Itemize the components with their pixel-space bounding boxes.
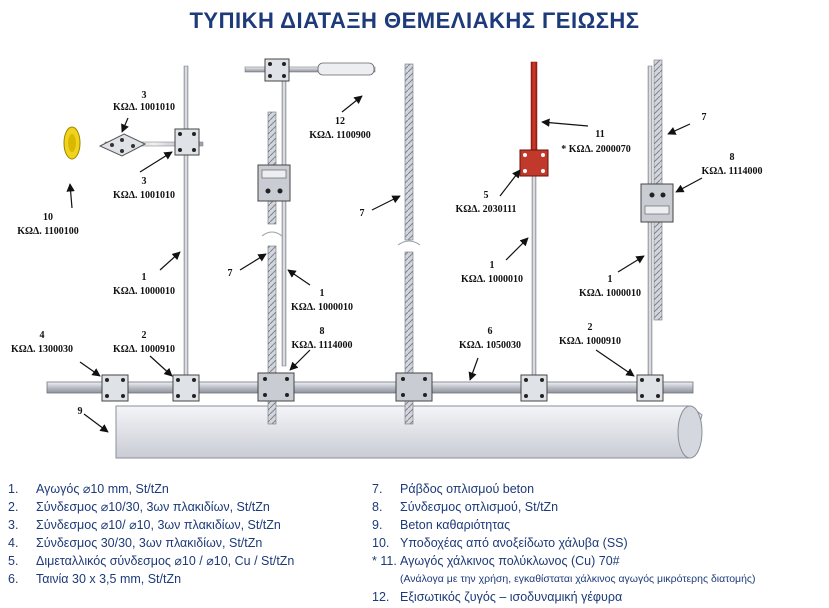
callout-1a-number: 1 <box>142 272 147 283</box>
vertical-conductor-1 <box>63 65 204 385</box>
callout-8a-code: ΚΩΔ. 1114000 <box>292 340 353 351</box>
concrete-base <box>115 405 703 459</box>
callout-2b-number: 2 <box>588 322 593 333</box>
callout-10-code: ΚΩΔ. 1100100 <box>17 226 79 237</box>
callout-1c-code: ΚΩΔ. 1000010 <box>461 274 523 285</box>
callout-3a-number: 3 <box>142 90 147 101</box>
legend-item: 4.Σύνδεσμος 30/30, 3ων πλακιδίων, St/tZn <box>8 536 263 550</box>
callout-5-code: ΚΩΔ. 2030111 <box>456 204 517 215</box>
callout-7a-number: 7 <box>228 268 233 279</box>
clamp-rebar-tape-a <box>257 372 295 402</box>
clamp-4-tape <box>101 374 129 402</box>
callout-10-number: 10 <box>43 212 53 223</box>
callout-8a-number: 8 <box>320 326 325 337</box>
callout-2b-code: ΚΩΔ. 1000910 <box>559 336 621 347</box>
clamp-rebar-tape-b <box>395 372 433 402</box>
legend-item: 2.Σύνδεσμος ⌀10/30, 3ων πλακιδίων, St/tZ… <box>8 500 270 514</box>
legend-right: 7.Ράβδος οπλισμού beton 8.Σύνδεσμος οπλι… <box>372 480 824 606</box>
callout-12-code: ΚΩΔ. 1100900 <box>309 130 371 141</box>
callout-3b-number: 3 <box>142 176 147 187</box>
rebar-connector-b <box>640 183 674 223</box>
legend-item: 9.Beton καθαριότητας <box>372 518 511 532</box>
clamp-2-tape-b <box>520 374 548 402</box>
callout-1a-code: ΚΩΔ. 1000010 <box>113 286 175 297</box>
legend-left: 1.Αγωγός ⌀10 mm, St/tZn 2.Σύνδεσμος ⌀10/… <box>8 480 380 588</box>
callout-2a-number: 2 <box>142 330 147 341</box>
callout-labels: 3 ΚΩΔ. 1001010 3 ΚΩΔ. 1001010 10 ΚΩΔ. 11… <box>11 90 763 417</box>
callout-4-code: ΚΩΔ. 1300030 <box>11 344 73 355</box>
legend-note: (Ανάλογα με την χρήση, εγκαθίσταται χάλκ… <box>400 573 756 585</box>
callout-1b-code: ΚΩΔ. 1000010 <box>291 302 353 313</box>
copper-conductor <box>530 61 538 385</box>
clamp-3-conductor <box>174 128 200 156</box>
callout-7b-number: 7 <box>360 208 365 219</box>
clamp-2-tape-c <box>636 374 664 402</box>
callout-5-number: 5 <box>484 190 489 201</box>
callout-1b-number: 1 <box>320 288 325 299</box>
callout-2a-code: ΚΩΔ. 1000910 <box>113 344 175 355</box>
legend-item: 6.Ταινία 30 x 3,5 mm, St/tZn <box>8 572 182 586</box>
callout-1d-code: ΚΩΔ. 1000010 <box>579 288 641 299</box>
callout-9-number: 9 <box>78 406 83 417</box>
bimetallic-connector <box>519 149 549 177</box>
grounding-diagram: 3 ΚΩΔ. 1001010 3 ΚΩΔ. 1001010 10 ΚΩΔ. 11… <box>11 58 763 459</box>
diagram-title: ΤΥΠΙΚΗ ΔΙΑΤΑΞΗ ΘΕΜΕΛΙΑΚΗΣ ΓΕΙΩΣΗΣ <box>189 8 640 33</box>
clamp-bar <box>264 58 290 82</box>
rebar-connector-a <box>257 164 291 202</box>
legend-item: 12.Εξισωτικός ζυγός – ισοδυναμική γέφυρα <box>372 590 623 604</box>
legend-item: 3.Σύνδεσμος ⌀10/ ⌀10, 3ων πλακιδίων, St/… <box>8 518 281 532</box>
callout-6-code: ΚΩΔ. 1050030 <box>459 340 521 351</box>
equalization-bar <box>244 62 376 367</box>
callout-12-number: 12 <box>335 116 345 127</box>
legend-item: 7.Ράβδος οπλισμού beton <box>372 482 535 496</box>
callout-3b-code: ΚΩΔ. 1001010 <box>113 190 175 201</box>
clamp-3-arm <box>98 133 147 157</box>
callout-8b-number: 8 <box>730 152 735 163</box>
clamp-2-tape-a <box>172 374 200 402</box>
legend-item: 1.Αγωγός ⌀10 mm, St/tZn <box>8 482 169 496</box>
callout-7c-number: 7 <box>702 112 707 123</box>
callout-11-number: 11 <box>595 129 604 140</box>
callout-4-number: 4 <box>40 330 45 341</box>
callout-3a-code: ΚΩΔ. 1001010 <box>113 102 175 113</box>
legend-item: 5.Διμεταλλικός σύνδεσμος ⌀10 / ⌀10, Cu /… <box>8 554 295 568</box>
legend-item: 10.Υποδοχέας από ανοξείδωτο χάλυβα (SS) <box>372 536 628 550</box>
callout-1c-number: 1 <box>490 260 495 271</box>
legend-item: * 11.Αγωγός χάλκινος πολύκλωνος (Cu) 70# <box>372 554 620 568</box>
rebar-rod-b <box>397 63 421 425</box>
legend-item: 8.Σύνδεσμος οπλισμού, St/tZn <box>372 500 559 514</box>
callout-11-code: * ΚΩΔ. 2000070 <box>561 144 631 155</box>
leader-arrows <box>66 95 703 433</box>
horizontal-tape <box>46 381 694 394</box>
callout-8b-code: ΚΩΔ. 1114000 <box>702 166 763 177</box>
callout-6-number: 6 <box>488 326 493 337</box>
callout-1d-number: 1 <box>608 274 613 285</box>
